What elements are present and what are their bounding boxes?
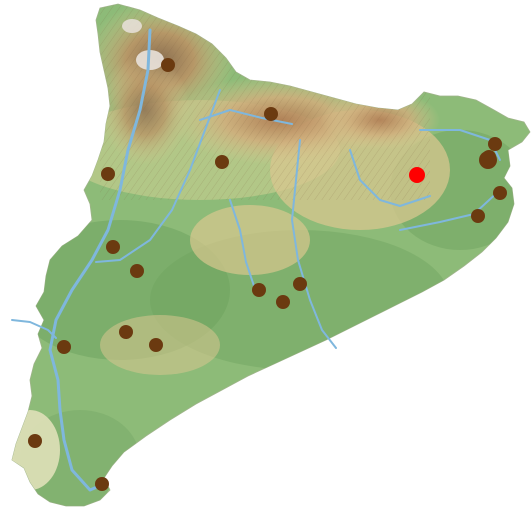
location-marker[interactable] xyxy=(264,107,278,121)
river xyxy=(48,28,152,492)
location-marker[interactable] xyxy=(215,155,229,169)
location-marker[interactable] xyxy=(488,137,502,151)
upland-zone xyxy=(12,410,60,490)
location-marker[interactable] xyxy=(106,240,120,254)
location-marker[interactable] xyxy=(479,151,497,169)
location-marker[interactable] xyxy=(293,277,307,291)
location-marker[interactable] xyxy=(252,283,266,297)
location-markers xyxy=(28,58,507,491)
river xyxy=(95,89,221,263)
location-marker[interactable] xyxy=(471,209,485,223)
river xyxy=(199,109,293,125)
peak-snow xyxy=(122,19,142,33)
location-marker[interactable] xyxy=(119,325,133,339)
location-marker[interactable] xyxy=(57,340,71,354)
river xyxy=(349,149,431,207)
selected-location-marker[interactable] xyxy=(409,167,425,183)
river xyxy=(229,199,257,293)
location-marker[interactable] xyxy=(130,264,144,278)
river xyxy=(399,189,501,231)
location-marker[interactable] xyxy=(493,186,507,200)
location-marker[interactable] xyxy=(149,338,163,352)
location-marker[interactable] xyxy=(276,295,290,309)
location-marker[interactable] xyxy=(28,434,42,448)
river xyxy=(291,139,337,349)
river xyxy=(11,319,57,339)
location-marker[interactable] xyxy=(161,58,175,72)
location-marker[interactable] xyxy=(95,477,109,491)
upland-zone xyxy=(190,205,310,275)
location-marker[interactable] xyxy=(101,167,115,181)
